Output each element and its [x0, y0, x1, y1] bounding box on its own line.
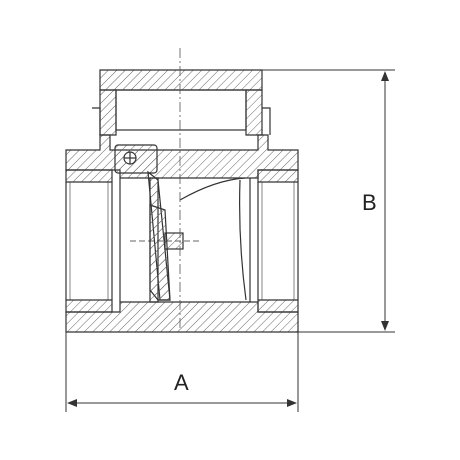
dimension-a	[65, 332, 299, 412]
cap-right-wall	[245, 89, 263, 136]
left-thread-top	[65, 169, 113, 183]
dimension-b	[262, 69, 395, 333]
hinge-assembly	[114, 144, 158, 174]
valve-body	[65, 134, 299, 333]
cap-top	[99, 69, 263, 91]
cap-left-wall	[99, 89, 117, 136]
bonnet	[92, 69, 271, 136]
dimension-a-label: A	[174, 370, 189, 395]
disc-plate	[149, 204, 171, 301]
disc-nut	[164, 232, 184, 250]
dimension-b-label: B	[362, 190, 377, 215]
right-thread-bottom	[257, 299, 299, 313]
left-thread-bottom	[65, 299, 113, 313]
swing-disc	[130, 170, 200, 301]
right-thread-top	[257, 169, 299, 183]
